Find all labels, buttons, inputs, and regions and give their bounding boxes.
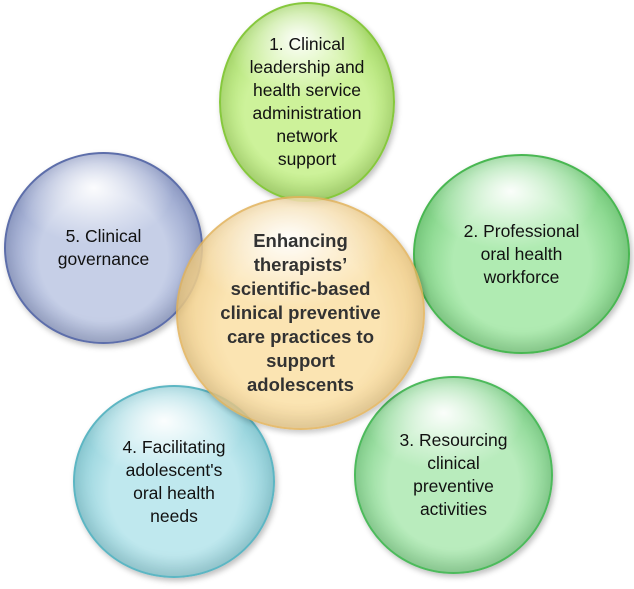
bubble-adolescent-needs: 4. Facilitating adolescent's oral health…	[73, 385, 275, 578]
bubble-professional-workforce: 2. Professional oral health workforce	[413, 154, 630, 354]
bubble-clinical-governance: 5. Clinical governance	[4, 152, 203, 344]
bubble-resourcing-activities: 3. Resourcing clinical preventive activi…	[354, 376, 553, 574]
bubble-label-clinical-leadership: 1. Clinical leadership and health servic…	[249, 34, 365, 169]
bubble-clinical-leadership: 1. Clinical leadership and health servic…	[219, 2, 395, 202]
bubble-label-professional-workforce: 2. Professional oral health workforce	[463, 220, 580, 287]
bubble-label-adolescent-needs: 4. Facilitating adolescent's oral health…	[122, 436, 226, 526]
bubble-label-clinical-governance: 5. Clinical governance	[57, 226, 150, 269]
bubble-label-resourcing-activities: 3. Resourcing clinical preventive activi…	[399, 430, 508, 519]
bubble-center: Enhancing therapists’ scientific-based c…	[176, 196, 425, 430]
center-label: Enhancing therapists’ scientific-based c…	[220, 230, 381, 395]
